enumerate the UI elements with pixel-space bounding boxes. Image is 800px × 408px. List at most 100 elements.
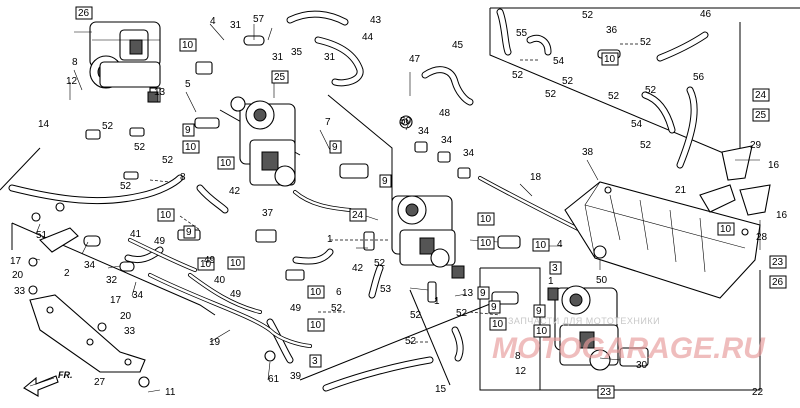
callout-number: 52 [545,89,557,100]
callout-number: 52 [456,308,468,319]
callout-10: 10 [601,52,619,66]
callout-box [533,304,546,318]
callout-number: 4 [210,16,216,27]
callout-9: 9 [477,286,490,300]
callout-number: 20 [120,311,132,322]
callout-number: 26 [772,277,784,288]
callout-number: 26 [78,8,90,19]
callout-number: 39 [290,371,302,382]
callout-number: 1 [548,276,554,287]
callout-9: 9 [379,174,392,188]
callout-number: 10 [310,287,322,298]
callout-13: 13 [462,288,474,299]
callout-box [271,70,289,84]
callout-number: 18 [530,172,542,183]
callout-17: 17 [10,256,22,267]
callout-number: 52 [374,258,386,269]
callout-20: 20 [12,270,24,281]
callout-number: 3 [552,263,558,274]
callout-9: 9 [182,123,195,137]
air-chamber [564,181,761,299]
carburetor-bottom-right [554,285,619,371]
callout-number: 52 [562,76,574,87]
callout-number: 52 [120,181,132,192]
callout-16: 16 [768,160,780,171]
callout-number: 34 [132,290,144,301]
callout-number: 28 [756,232,768,243]
callout-42: 42 [229,186,241,197]
callout-number: 21 [675,185,687,196]
callout-52: 52 [640,140,652,151]
callout-number: 33 [14,286,26,297]
callout-24: 24 [349,208,367,222]
callout-52: 52 [582,10,594,21]
callout-number: 13 [154,87,166,98]
callout-9: 9 [183,225,196,239]
callout-number: 50 [400,116,412,127]
callout-18: 18 [530,172,542,183]
callout-33: 33 [124,326,136,337]
callout-number: 10 [480,214,492,225]
callout-55: 55 [516,28,528,39]
callout-14: 14 [38,119,50,130]
callout-number: 10 [160,210,172,221]
callout-number: 40 [214,275,226,286]
callout-34: 34 [418,126,430,137]
callout-number: 52 [134,142,146,153]
callout-number: 53 [380,284,392,295]
callout-35: 35 [291,47,303,58]
callout-57: 57 [253,14,265,25]
callout-28: 28 [756,232,768,243]
callout-number: 52 [640,37,652,48]
callout-number: 48 [439,108,451,119]
callout-box [769,275,787,289]
callout-4: 4 [210,16,216,27]
callout-number: 35 [291,47,303,58]
callout-number: 10 [480,238,492,249]
callout-box [197,257,215,271]
callout-10: 10 [227,256,245,270]
callout-number: 42 [352,263,364,274]
callout-box [307,285,325,299]
callout-10: 10 [477,212,495,226]
callout-box [477,286,490,300]
callout-number: 52 [640,140,652,151]
callout-7: 7 [325,117,331,128]
callout-box [477,212,495,226]
callout-52: 52 [331,303,343,314]
callout-number: 50 [596,275,608,286]
callout-number: 25 [274,72,286,83]
callout-1: 1 [327,234,333,245]
callout-12: 12 [515,366,527,377]
callout-number: 19 [209,337,221,348]
callout-5: 5 [185,79,191,90]
callout-number: 61 [268,374,280,385]
callout-number: 9 [332,142,338,153]
callout-number: 8 [515,351,521,362]
callout-box [309,354,322,368]
callout-number: 8 [180,172,186,183]
callout-40: 40 [214,275,226,286]
callout-21: 21 [675,185,687,196]
callout-52: 52 [512,70,524,81]
callout-number: 8 [72,57,78,68]
callout-number: 9 [382,176,388,187]
callout-10: 10 [489,317,507,331]
callout-labels: 2626252524242323101010101010101010101010… [10,6,788,399]
callout-52: 52 [645,85,657,96]
callout-3: 3 [549,261,562,275]
callout-number: 6 [336,287,342,298]
callout-number: 24 [755,90,767,101]
callout-number: 20 [12,270,24,281]
callout-number: 1 [327,234,333,245]
callout-45: 45 [452,40,464,51]
callout-56: 56 [693,72,705,83]
callout-number: 10 [310,320,322,331]
callout-42: 42 [352,263,364,274]
callout-32: 32 [106,275,118,286]
arrow-icon [23,375,59,397]
callout-number: 23 [600,387,612,398]
callout-48: 48 [439,108,451,119]
callout-box [601,52,619,66]
